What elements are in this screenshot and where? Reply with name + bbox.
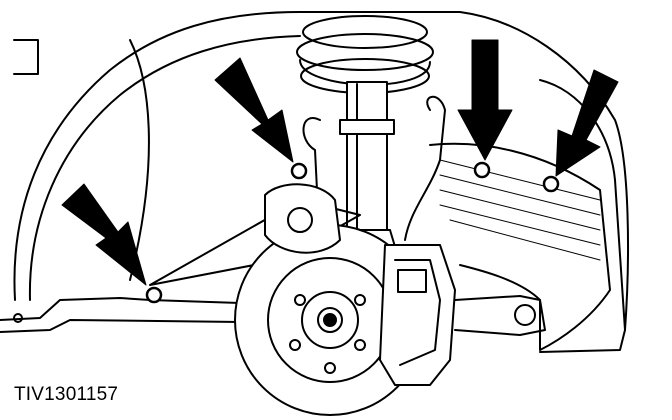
bolt-head-3 [473, 161, 491, 179]
abs-sensor-cable [302, 117, 321, 251]
callout-arrow-4 [555, 69, 619, 177]
control-arm [149, 199, 361, 286]
brake-caliper [379, 244, 456, 386]
brake-hose [404, 95, 446, 241]
strut-shock-absorber [339, 81, 397, 251]
liner-flange-right [539, 79, 626, 353]
body-panel-left [0, 297, 241, 321]
body-panel-left-lower [0, 319, 241, 333]
bolt-head-1 [145, 286, 163, 304]
wheel-arch-liner-inner [28, 35, 301, 301]
callout-arrow-3 [457, 39, 513, 161]
panel-hole [13, 313, 23, 323]
bolt-markers [145, 161, 560, 304]
tie-rod-end [514, 304, 536, 326]
tie-rod [454, 295, 546, 336]
bolt-head-2 [290, 162, 308, 180]
knuckle-bearing [287, 207, 313, 233]
bolt-head-4 [542, 175, 560, 193]
heat-shield-right [429, 142, 611, 351]
callout-arrows [61, 39, 619, 286]
wheel-arch-liner [13, 11, 629, 331]
callout-arrow-1 [61, 183, 147, 286]
liner-edge [129, 39, 150, 281]
callout-arrow-2 [214, 57, 294, 163]
steering-knuckle [264, 183, 341, 254]
panel-tab [13, 39, 39, 75]
figure-reference-code: TIV1301157 [14, 384, 119, 405]
heat-shield-pattern [439, 159, 601, 261]
